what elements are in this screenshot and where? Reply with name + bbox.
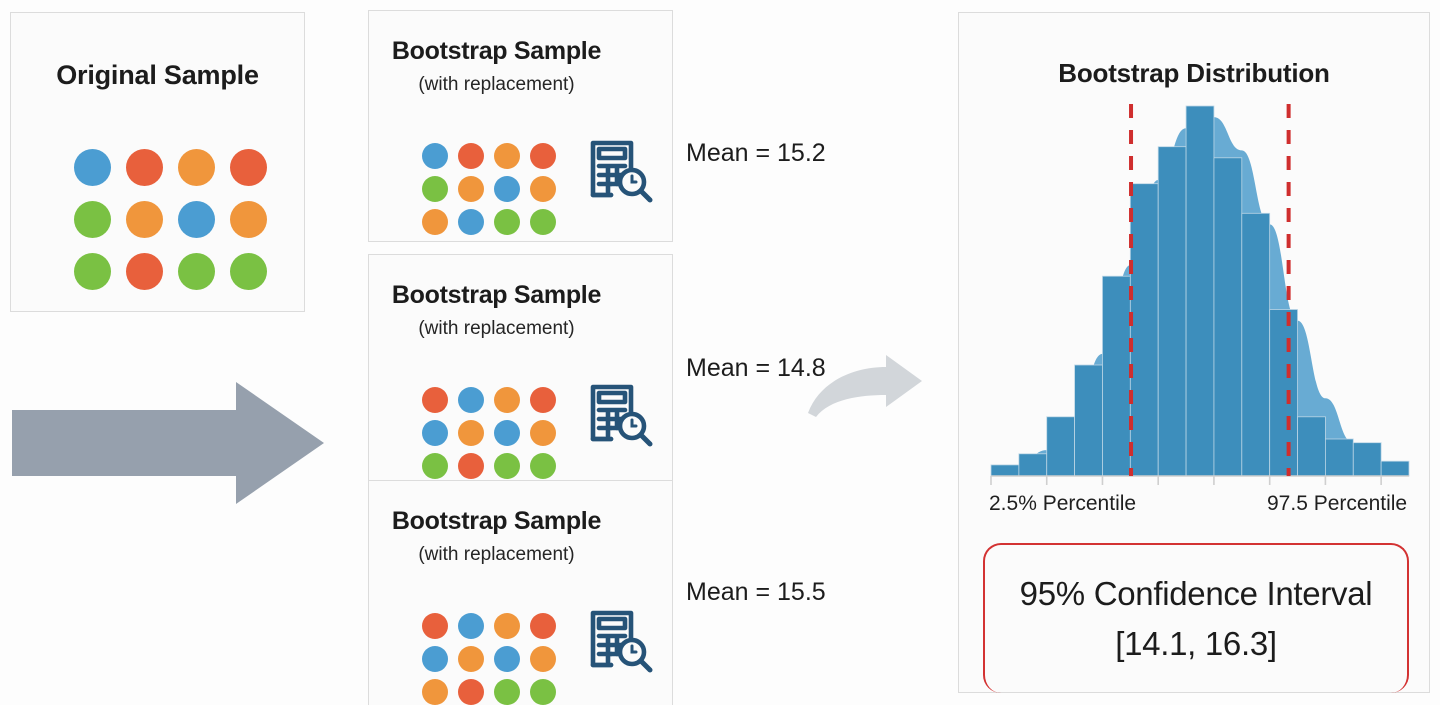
sample-dot-orange bbox=[458, 420, 484, 446]
resample-arrow-icon bbox=[8, 382, 328, 504]
histogram-bars bbox=[991, 106, 1409, 476]
sample-dot-green bbox=[422, 176, 448, 202]
sample-dot-orange bbox=[530, 646, 556, 672]
sample-dot-orange bbox=[458, 176, 484, 202]
sample-dot-green bbox=[74, 253, 111, 290]
histogram-bar bbox=[991, 465, 1019, 476]
mean-label-2: Mean = 14.8 bbox=[686, 354, 826, 383]
sample-dot-green bbox=[530, 679, 556, 705]
bootstrap-sample-card-1: Bootstrap Sample (with replacement) bbox=[368, 10, 673, 242]
sample-dot-blue bbox=[74, 149, 111, 186]
bootstrap-sample-dot-grid bbox=[417, 609, 561, 705]
sample-dot-blue bbox=[458, 209, 484, 235]
sample-dot-orange bbox=[458, 646, 484, 672]
sample-dot-red bbox=[126, 253, 163, 290]
sample-dot-green bbox=[230, 253, 267, 290]
x-axis bbox=[991, 476, 1409, 485]
sample-dot-orange bbox=[422, 209, 448, 235]
aggregate-arrow-icon bbox=[806, 355, 924, 419]
histogram-chart bbox=[977, 98, 1417, 490]
sample-dot-red bbox=[530, 613, 556, 639]
calculator-magnifier-icon bbox=[587, 137, 655, 205]
calculator-magnifier-icon bbox=[587, 607, 655, 675]
sample-dot-red bbox=[422, 387, 448, 413]
distribution-title: Bootstrap Distribution bbox=[959, 58, 1429, 89]
bootstrap-sample-subtitle: (with replacement) bbox=[369, 544, 624, 566]
histogram-bar bbox=[1186, 106, 1214, 476]
bootstrap-sample-dot-grid bbox=[417, 139, 561, 238]
sample-dot-orange bbox=[230, 201, 267, 238]
sample-dot-red bbox=[530, 387, 556, 413]
sample-dot-blue bbox=[494, 176, 520, 202]
bootstrap-sample-dot-grid bbox=[417, 383, 561, 482]
sample-dot-green bbox=[494, 453, 520, 479]
sample-dot-green bbox=[178, 253, 215, 290]
histogram-bar bbox=[1019, 454, 1047, 476]
sample-dot-red bbox=[230, 149, 267, 186]
sample-dot-orange bbox=[126, 201, 163, 238]
sample-dot-red bbox=[530, 143, 556, 169]
sample-dot-green bbox=[530, 209, 556, 235]
percentile-high-label: 97.5 Percentile bbox=[1267, 492, 1407, 516]
confidence-interval-title: 95% Confidence Interval bbox=[985, 575, 1407, 613]
confidence-interval-box: 95% Confidence Interval [14.1, 16.3] bbox=[983, 543, 1409, 693]
bootstrap-distribution-card: Bootstrap Distribution 2.5% Percentile 9… bbox=[958, 12, 1430, 693]
sample-dot-red bbox=[458, 679, 484, 705]
histogram-bar bbox=[1047, 417, 1075, 476]
bootstrap-sample-title: Bootstrap Sample bbox=[369, 507, 624, 536]
original-sample-title: Original Sample bbox=[11, 60, 304, 91]
sample-dot-red bbox=[126, 149, 163, 186]
original-sample-dot-grid bbox=[66, 141, 274, 297]
calculator-magnifier-icon bbox=[587, 381, 655, 449]
mean-label-3: Mean = 15.5 bbox=[686, 578, 826, 607]
sample-dot-orange bbox=[422, 679, 448, 705]
bootstrap-sample-title: Bootstrap Sample bbox=[369, 281, 624, 310]
sample-dot-orange bbox=[178, 149, 215, 186]
histogram-bar bbox=[1075, 365, 1103, 476]
bootstrap-sample-card-3: Bootstrap Sample (with replacement) bbox=[368, 480, 673, 705]
histogram-bar bbox=[1353, 443, 1381, 476]
sample-dot-orange bbox=[530, 176, 556, 202]
sample-dot-red bbox=[422, 613, 448, 639]
histogram-bar bbox=[1325, 439, 1353, 476]
sample-dot-orange bbox=[494, 143, 520, 169]
sample-dot-orange bbox=[530, 420, 556, 446]
sample-dot-green bbox=[530, 453, 556, 479]
percentile-low-label: 2.5% Percentile bbox=[989, 492, 1136, 516]
sample-dot-green bbox=[494, 209, 520, 235]
sample-dot-blue bbox=[178, 201, 215, 238]
sample-dot-orange bbox=[494, 613, 520, 639]
sample-dot-blue bbox=[422, 420, 448, 446]
sample-dot-green bbox=[74, 201, 111, 238]
confidence-interval-values: [14.1, 16.3] bbox=[985, 625, 1407, 663]
histogram-bar bbox=[1130, 184, 1158, 476]
bootstrap-sample-card-2: Bootstrap Sample (with replacement) bbox=[368, 254, 673, 486]
bootstrap-sample-subtitle: (with replacement) bbox=[369, 318, 624, 340]
sample-dot-blue bbox=[458, 387, 484, 413]
histogram-bar bbox=[1381, 461, 1409, 476]
sample-dot-orange bbox=[494, 387, 520, 413]
sample-dot-red bbox=[458, 143, 484, 169]
bootstrap-sample-subtitle: (with replacement) bbox=[369, 74, 624, 96]
original-sample-card: Original Sample bbox=[10, 12, 305, 312]
histogram-bar bbox=[1242, 213, 1270, 476]
sample-dot-blue bbox=[422, 646, 448, 672]
sample-dot-red bbox=[458, 453, 484, 479]
histogram-bar bbox=[1102, 276, 1130, 476]
sample-dot-blue bbox=[494, 646, 520, 672]
histogram-bar bbox=[1214, 158, 1242, 476]
sample-dot-blue bbox=[422, 143, 448, 169]
sample-dot-green bbox=[422, 453, 448, 479]
bootstrap-sample-title: Bootstrap Sample bbox=[369, 37, 624, 66]
mean-label-1: Mean = 15.2 bbox=[686, 139, 826, 168]
histogram-bar bbox=[1158, 147, 1186, 476]
sample-dot-green bbox=[494, 679, 520, 705]
sample-dot-blue bbox=[494, 420, 520, 446]
histogram-bar bbox=[1298, 417, 1326, 476]
histogram-bar bbox=[1270, 310, 1298, 477]
sample-dot-blue bbox=[458, 613, 484, 639]
